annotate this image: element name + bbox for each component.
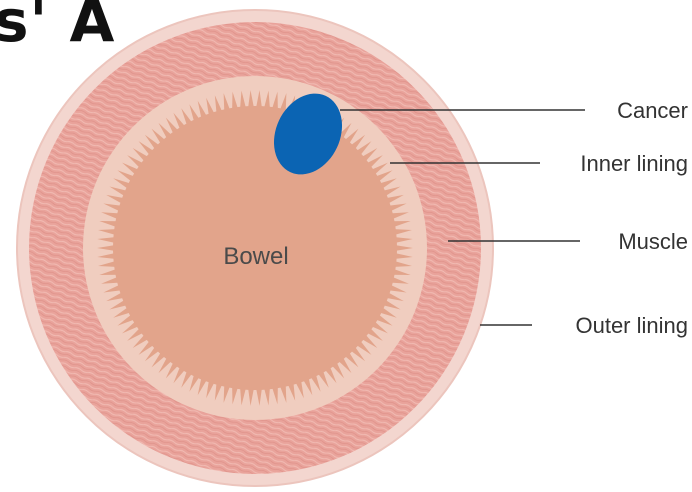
cancer-label: Cancer [617, 98, 688, 123]
inner-lining-label: Inner lining [580, 151, 688, 176]
outer-lining-label: Outer lining [575, 313, 688, 338]
muscle-label: Muscle [618, 229, 688, 254]
bowel-label: Bowel [223, 243, 288, 270]
